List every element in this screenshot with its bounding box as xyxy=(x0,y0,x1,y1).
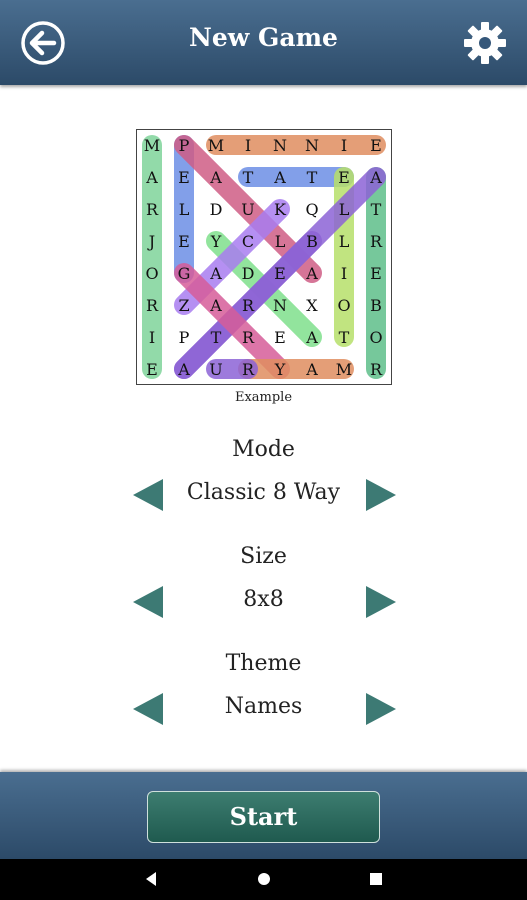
grid-letter: L xyxy=(179,200,190,219)
grid-letter: B xyxy=(370,296,382,315)
grid-letter: D xyxy=(242,264,255,283)
grid-letter: Q xyxy=(305,200,318,219)
nav-home-icon[interactable] xyxy=(254,869,274,889)
size-label: Size xyxy=(240,544,287,569)
grid-letter: E xyxy=(338,168,350,187)
grid-letter: R xyxy=(242,296,255,315)
grid-letter: A xyxy=(305,264,318,283)
grid-letter: P xyxy=(179,136,190,155)
grid-letter: N xyxy=(305,136,319,155)
grid-letter: D xyxy=(210,200,223,219)
grid-letter: R xyxy=(146,296,159,315)
grid-letter: N xyxy=(273,136,287,155)
grid-letter: Y xyxy=(210,232,222,251)
grid-letter: E xyxy=(274,328,286,347)
grid-letter: I xyxy=(341,136,347,155)
page-title: New Game xyxy=(189,23,338,52)
found-word-highlight xyxy=(174,263,290,379)
theme-prev-arrow-icon[interactable] xyxy=(129,689,165,729)
grid-letter: O xyxy=(369,328,382,347)
grid-letter: A xyxy=(177,360,190,379)
grid-letter: R xyxy=(242,328,255,347)
mode-value: Classic 8 Way xyxy=(186,480,341,505)
grid-letter: L xyxy=(275,232,286,251)
grid-letter: Z xyxy=(178,296,189,315)
grid-letter: O xyxy=(337,296,350,315)
nav-recents-icon[interactable] xyxy=(366,869,386,889)
grid-letter: A xyxy=(209,168,222,187)
theme-next-arrow-icon[interactable] xyxy=(364,689,400,729)
grid-letter: A xyxy=(305,360,318,379)
gear-icon[interactable] xyxy=(461,19,509,67)
grid-letter: R xyxy=(370,360,383,379)
grid-letter: A xyxy=(209,296,222,315)
grid-letter: U xyxy=(209,360,222,379)
size-next-arrow-icon[interactable] xyxy=(364,582,400,622)
grid-letter: N xyxy=(273,296,287,315)
theme-label: Theme xyxy=(225,651,302,676)
grid-letter: A xyxy=(209,264,222,283)
grid-letter: X xyxy=(306,296,318,315)
grid-letter: E xyxy=(370,264,382,283)
grid-letter: I xyxy=(341,264,347,283)
grid-letter: A xyxy=(305,328,318,347)
size-value: 8x8 xyxy=(243,587,284,612)
grid-letter: I xyxy=(149,328,155,347)
grid-letter: I xyxy=(245,136,251,155)
grid-letter: J xyxy=(147,232,155,251)
grid-letter: Y xyxy=(274,360,286,379)
mode-prev-arrow-icon[interactable] xyxy=(129,475,165,515)
grid-letter: R xyxy=(242,360,255,379)
grid-letter: A xyxy=(145,168,158,187)
grid-letter: K xyxy=(274,200,287,219)
top-app-bar: New Game xyxy=(0,0,527,85)
grid-letter: T xyxy=(339,328,350,347)
grid-letter: M xyxy=(208,136,224,155)
grid-letter: C xyxy=(242,232,254,251)
mode-label: Mode xyxy=(232,437,295,462)
mode-next-arrow-icon[interactable] xyxy=(364,475,400,515)
grid-letter: E xyxy=(178,232,190,251)
grid-letter: T xyxy=(307,168,318,187)
grid-letter: O xyxy=(145,264,158,283)
grid-letter: T xyxy=(211,328,222,347)
android-nav-bar xyxy=(0,859,527,900)
grid-letter: T xyxy=(243,168,254,187)
grid-letter: A xyxy=(273,168,286,187)
theme-value: Names xyxy=(224,694,303,719)
puzzle-caption: Example xyxy=(234,390,293,405)
size-prev-arrow-icon[interactable] xyxy=(129,582,165,622)
grid-letter: T xyxy=(371,200,382,219)
grid-letter: L xyxy=(339,232,350,251)
grid-letter: E xyxy=(178,168,190,187)
back-arrow-icon[interactable] xyxy=(20,20,66,66)
grid-letter: E xyxy=(146,360,158,379)
grid-letter: R xyxy=(370,232,383,251)
grid-letter: P xyxy=(179,328,190,347)
grid-letter: A xyxy=(369,168,382,187)
found-word-highlight xyxy=(174,231,322,379)
grid-letter: M xyxy=(336,360,352,379)
grid-letter: L xyxy=(339,200,350,219)
grid-letter: R xyxy=(146,200,159,219)
start-button[interactable]: Start xyxy=(147,791,380,843)
grid-letter: B xyxy=(306,232,318,251)
grid-letter: G xyxy=(178,264,191,283)
grid-letter: M xyxy=(144,136,160,155)
grid-letter: U xyxy=(241,200,254,219)
grid-letter: E xyxy=(274,264,286,283)
nav-back-icon[interactable] xyxy=(142,869,162,889)
grid-letter: E xyxy=(370,136,382,155)
